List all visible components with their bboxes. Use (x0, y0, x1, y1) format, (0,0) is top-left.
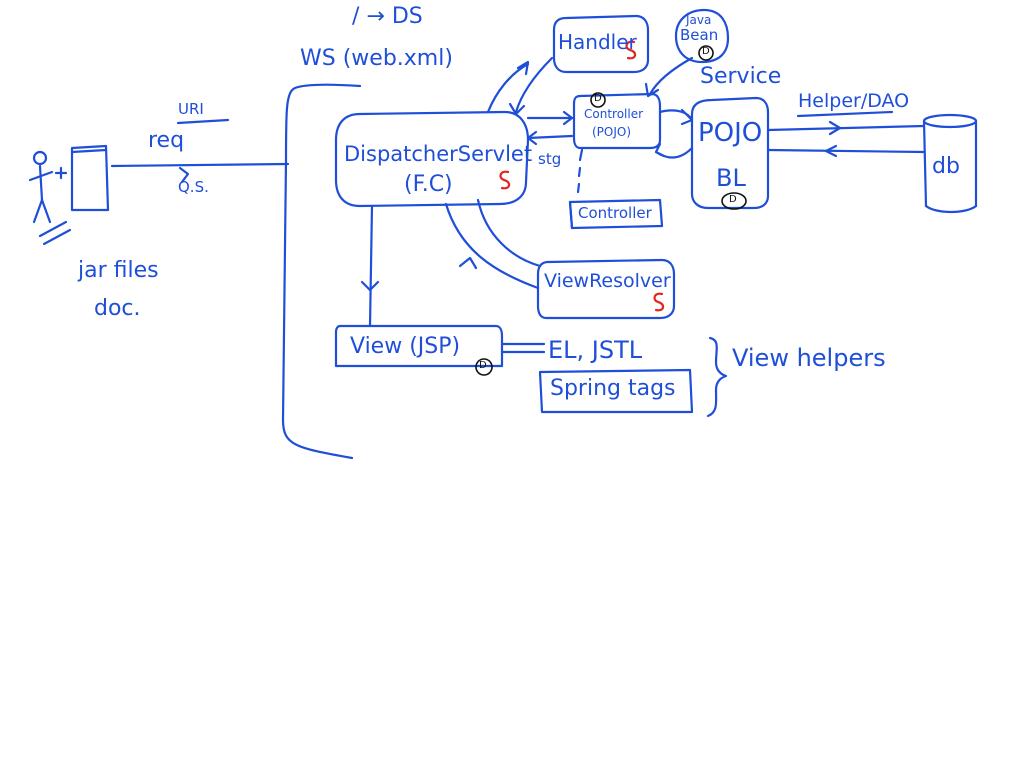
ds-singleton-mark (499, 170, 511, 190)
pojo-to-controller-arrow (654, 146, 694, 159)
spring-tags-label: Spring tags (550, 376, 676, 401)
view-helpers-label: View helpers (732, 344, 886, 372)
view-jsp-label: View (JSP) (350, 334, 461, 359)
ds-to-handler-arrow (486, 62, 530, 114)
java-bean-line2: Bean (680, 26, 719, 44)
ds-mapping-note: / → DS (352, 4, 423, 29)
viewresolver-singleton-mark (653, 292, 665, 312)
handler-to-ds-arrow (514, 56, 554, 114)
ds-to-view-head (360, 280, 380, 292)
jar-files-note: jar files (78, 258, 159, 283)
client-box-top (70, 148, 108, 154)
pojo-label: POJO (698, 118, 763, 148)
service-label: Service (700, 64, 782, 89)
controller-pojo-line2: (POJO) (592, 125, 632, 139)
view-resolver-box (536, 258, 676, 320)
pojo-db-arrow-left (824, 144, 838, 158)
user-stick-figure (28, 150, 72, 246)
dispatcher-servlet-label: DispatcherServlet (344, 142, 533, 166)
request-arrowhead (178, 166, 190, 184)
bean-to-controller-arrow (648, 56, 694, 96)
bean-to-controller-head (644, 82, 660, 98)
db-label: db (932, 154, 960, 179)
el-jstl-label: EL, JSTL (548, 336, 643, 364)
req-label: req (148, 128, 185, 153)
web-server-bracket (281, 83, 362, 460)
controller-to-ds-head (526, 130, 538, 146)
request-line (110, 162, 290, 168)
client-box (70, 144, 110, 212)
pojo-db-line-top (766, 124, 926, 132)
ds-to-viewresolver-arrow (444, 202, 540, 290)
web-server-label: WS (web.xml) (300, 46, 453, 71)
controller2-edge (568, 200, 574, 230)
view-d-badge-ring (475, 358, 493, 376)
handler-singleton-mark (625, 40, 637, 60)
view-resolver-label: ViewResolver (544, 270, 671, 292)
pojo-d-badge-ring (721, 192, 747, 210)
handler-box (552, 14, 650, 74)
handler-to-ds-head (508, 102, 526, 116)
helper-dao-label: Helper/DAO (798, 90, 910, 112)
uri-label: URI (178, 100, 204, 118)
view-jsp-box (334, 324, 504, 368)
controller-d-badge-ring (590, 92, 606, 108)
ds-to-controller-head (562, 110, 574, 126)
query-string-label: Q.S. (178, 178, 209, 196)
javabean-d-badge-ring (698, 45, 714, 61)
controller-to-ds-arrow (526, 134, 574, 140)
doc-note: doc. (94, 296, 141, 321)
viewresolver-head (458, 256, 478, 270)
controller-dotted-link (576, 148, 584, 194)
controller-d-badge: D (594, 93, 602, 104)
java-bean-circle (674, 8, 730, 64)
uri-underline (176, 118, 230, 125)
pojo-db-arrow-right (828, 120, 842, 136)
controller-pojo-line1: Controller (584, 107, 644, 121)
controller-to-pojo-head (680, 108, 694, 126)
java-bean-line1: Java (686, 13, 712, 27)
front-controller-label: (F.C) (404, 172, 453, 197)
controller2-label: Controller (578, 204, 652, 222)
pojo-to-controller-head (654, 142, 666, 158)
spring-tags-box (538, 368, 694, 414)
pojo-db-line-bottom (766, 148, 926, 154)
stg-note: stg (538, 150, 562, 168)
controller-pojo-box (572, 92, 662, 150)
db-cylinder (922, 113, 978, 214)
pojo-bl-box (690, 96, 770, 210)
view-helpers-brace (706, 336, 728, 418)
ds-to-handler-head (516, 60, 530, 76)
pojo-d-badge: D (729, 194, 737, 205)
viewresolver-to-ds-arrow (476, 198, 542, 268)
bl-label: BL (716, 164, 746, 192)
ds-to-view-line (368, 204, 374, 328)
handler-label: Handler (558, 30, 637, 54)
java-bean-d-badge: D (702, 46, 710, 57)
view-d-badge: D (479, 360, 487, 371)
helper-dao-underline (796, 110, 894, 118)
dispatcher-servlet-box (334, 110, 530, 208)
